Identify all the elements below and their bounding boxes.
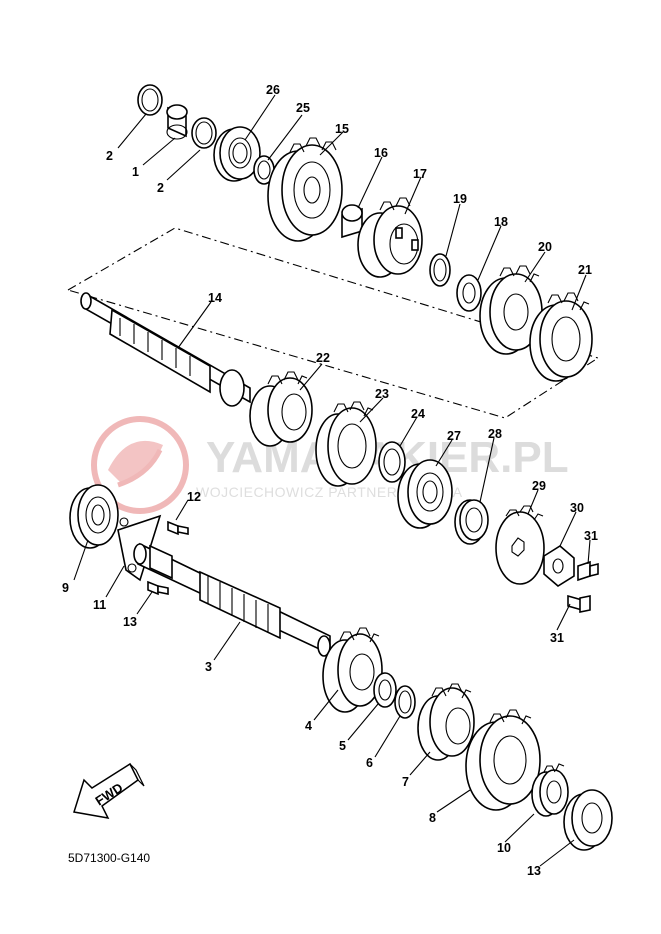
fwd-arrow: FWD xyxy=(73,762,145,819)
callout-17: 17 xyxy=(413,167,427,181)
callout-8: 8 xyxy=(429,811,436,825)
callout-13a: 12 xyxy=(187,490,201,504)
oil-seal-28 xyxy=(454,499,489,545)
circlip-2-lower xyxy=(191,117,217,149)
diagram-code: 5D71300-G140 xyxy=(68,851,150,865)
callout-30: 30 xyxy=(570,501,584,515)
callout-2b: 2 xyxy=(157,181,164,195)
callout-12: 11 xyxy=(93,598,106,612)
leader-lines xyxy=(73,94,591,867)
gear-9 xyxy=(531,763,569,817)
circlip-6 xyxy=(394,685,416,719)
callout-19: 19 xyxy=(453,192,467,206)
callout-9: 10 xyxy=(497,841,511,855)
gear-15 xyxy=(267,137,343,242)
gear-4 xyxy=(322,627,383,713)
bearing-27 xyxy=(397,459,453,529)
bolt-31-upper xyxy=(577,560,599,582)
gear-8 xyxy=(465,709,541,811)
callout-11: 13 xyxy=(527,864,541,878)
circlip-2-upper xyxy=(137,84,163,116)
callout-13b: 13 xyxy=(123,615,137,629)
callout-14: 14 xyxy=(208,291,222,305)
bearing-11 xyxy=(563,789,613,851)
circlip-19 xyxy=(429,253,451,287)
callout-16: 16 xyxy=(374,146,388,160)
callout-10: 9 xyxy=(62,581,69,595)
callout-27: 27 xyxy=(447,429,461,443)
callout-5: 5 xyxy=(339,739,346,753)
assembly-outline xyxy=(66,227,600,419)
callout-24: 24 xyxy=(411,407,425,421)
screw-13-upper xyxy=(167,520,189,536)
callout-31a: 31 xyxy=(584,529,598,543)
callout-4: 4 xyxy=(305,719,312,733)
callout-29: 29 xyxy=(532,479,546,493)
gear-17 xyxy=(357,197,423,278)
sprocket-29 xyxy=(495,505,545,585)
callout-23: 23 xyxy=(375,387,389,401)
washer-24 xyxy=(378,441,406,483)
gear-23 xyxy=(315,401,377,487)
callout-25: 25 xyxy=(296,101,310,115)
callout-2a: 2 xyxy=(106,149,113,163)
gear-20 xyxy=(479,265,543,355)
callout-7: 7 xyxy=(402,775,409,789)
screw-13-lower xyxy=(147,580,169,596)
bolt-31-lower xyxy=(567,594,591,613)
callout-21: 21 xyxy=(578,263,592,277)
callout-18: 18 xyxy=(494,215,508,229)
lock-washer-30 xyxy=(543,545,575,587)
callout-20: 20 xyxy=(538,240,552,254)
callout-28: 28 xyxy=(488,427,502,441)
washer-18 xyxy=(456,274,482,312)
watermark-tagline: WOJCIECHOWICZ PARTNER YAMAHA xyxy=(196,484,463,500)
drive-axle-3 xyxy=(133,542,331,657)
washer-5 xyxy=(373,672,397,708)
bearing-10 xyxy=(69,484,119,549)
bearing-26 xyxy=(213,126,261,182)
bushing-1 xyxy=(166,104,188,140)
callout-22: 22 xyxy=(316,351,330,365)
main-shaft-14 xyxy=(80,292,251,407)
callout-26: 26 xyxy=(266,83,280,97)
gear-7 xyxy=(417,683,475,761)
collar-16 xyxy=(341,204,363,239)
watermark-logo xyxy=(91,416,189,514)
gear-21 xyxy=(529,292,593,382)
callout-15: 15 xyxy=(335,122,349,136)
callout-6: 6 xyxy=(366,756,373,770)
gear-22 xyxy=(249,371,313,447)
callout-3: 3 xyxy=(205,660,212,674)
callout-1: 1 xyxy=(132,165,139,179)
callout-31b: 31 xyxy=(550,631,564,645)
